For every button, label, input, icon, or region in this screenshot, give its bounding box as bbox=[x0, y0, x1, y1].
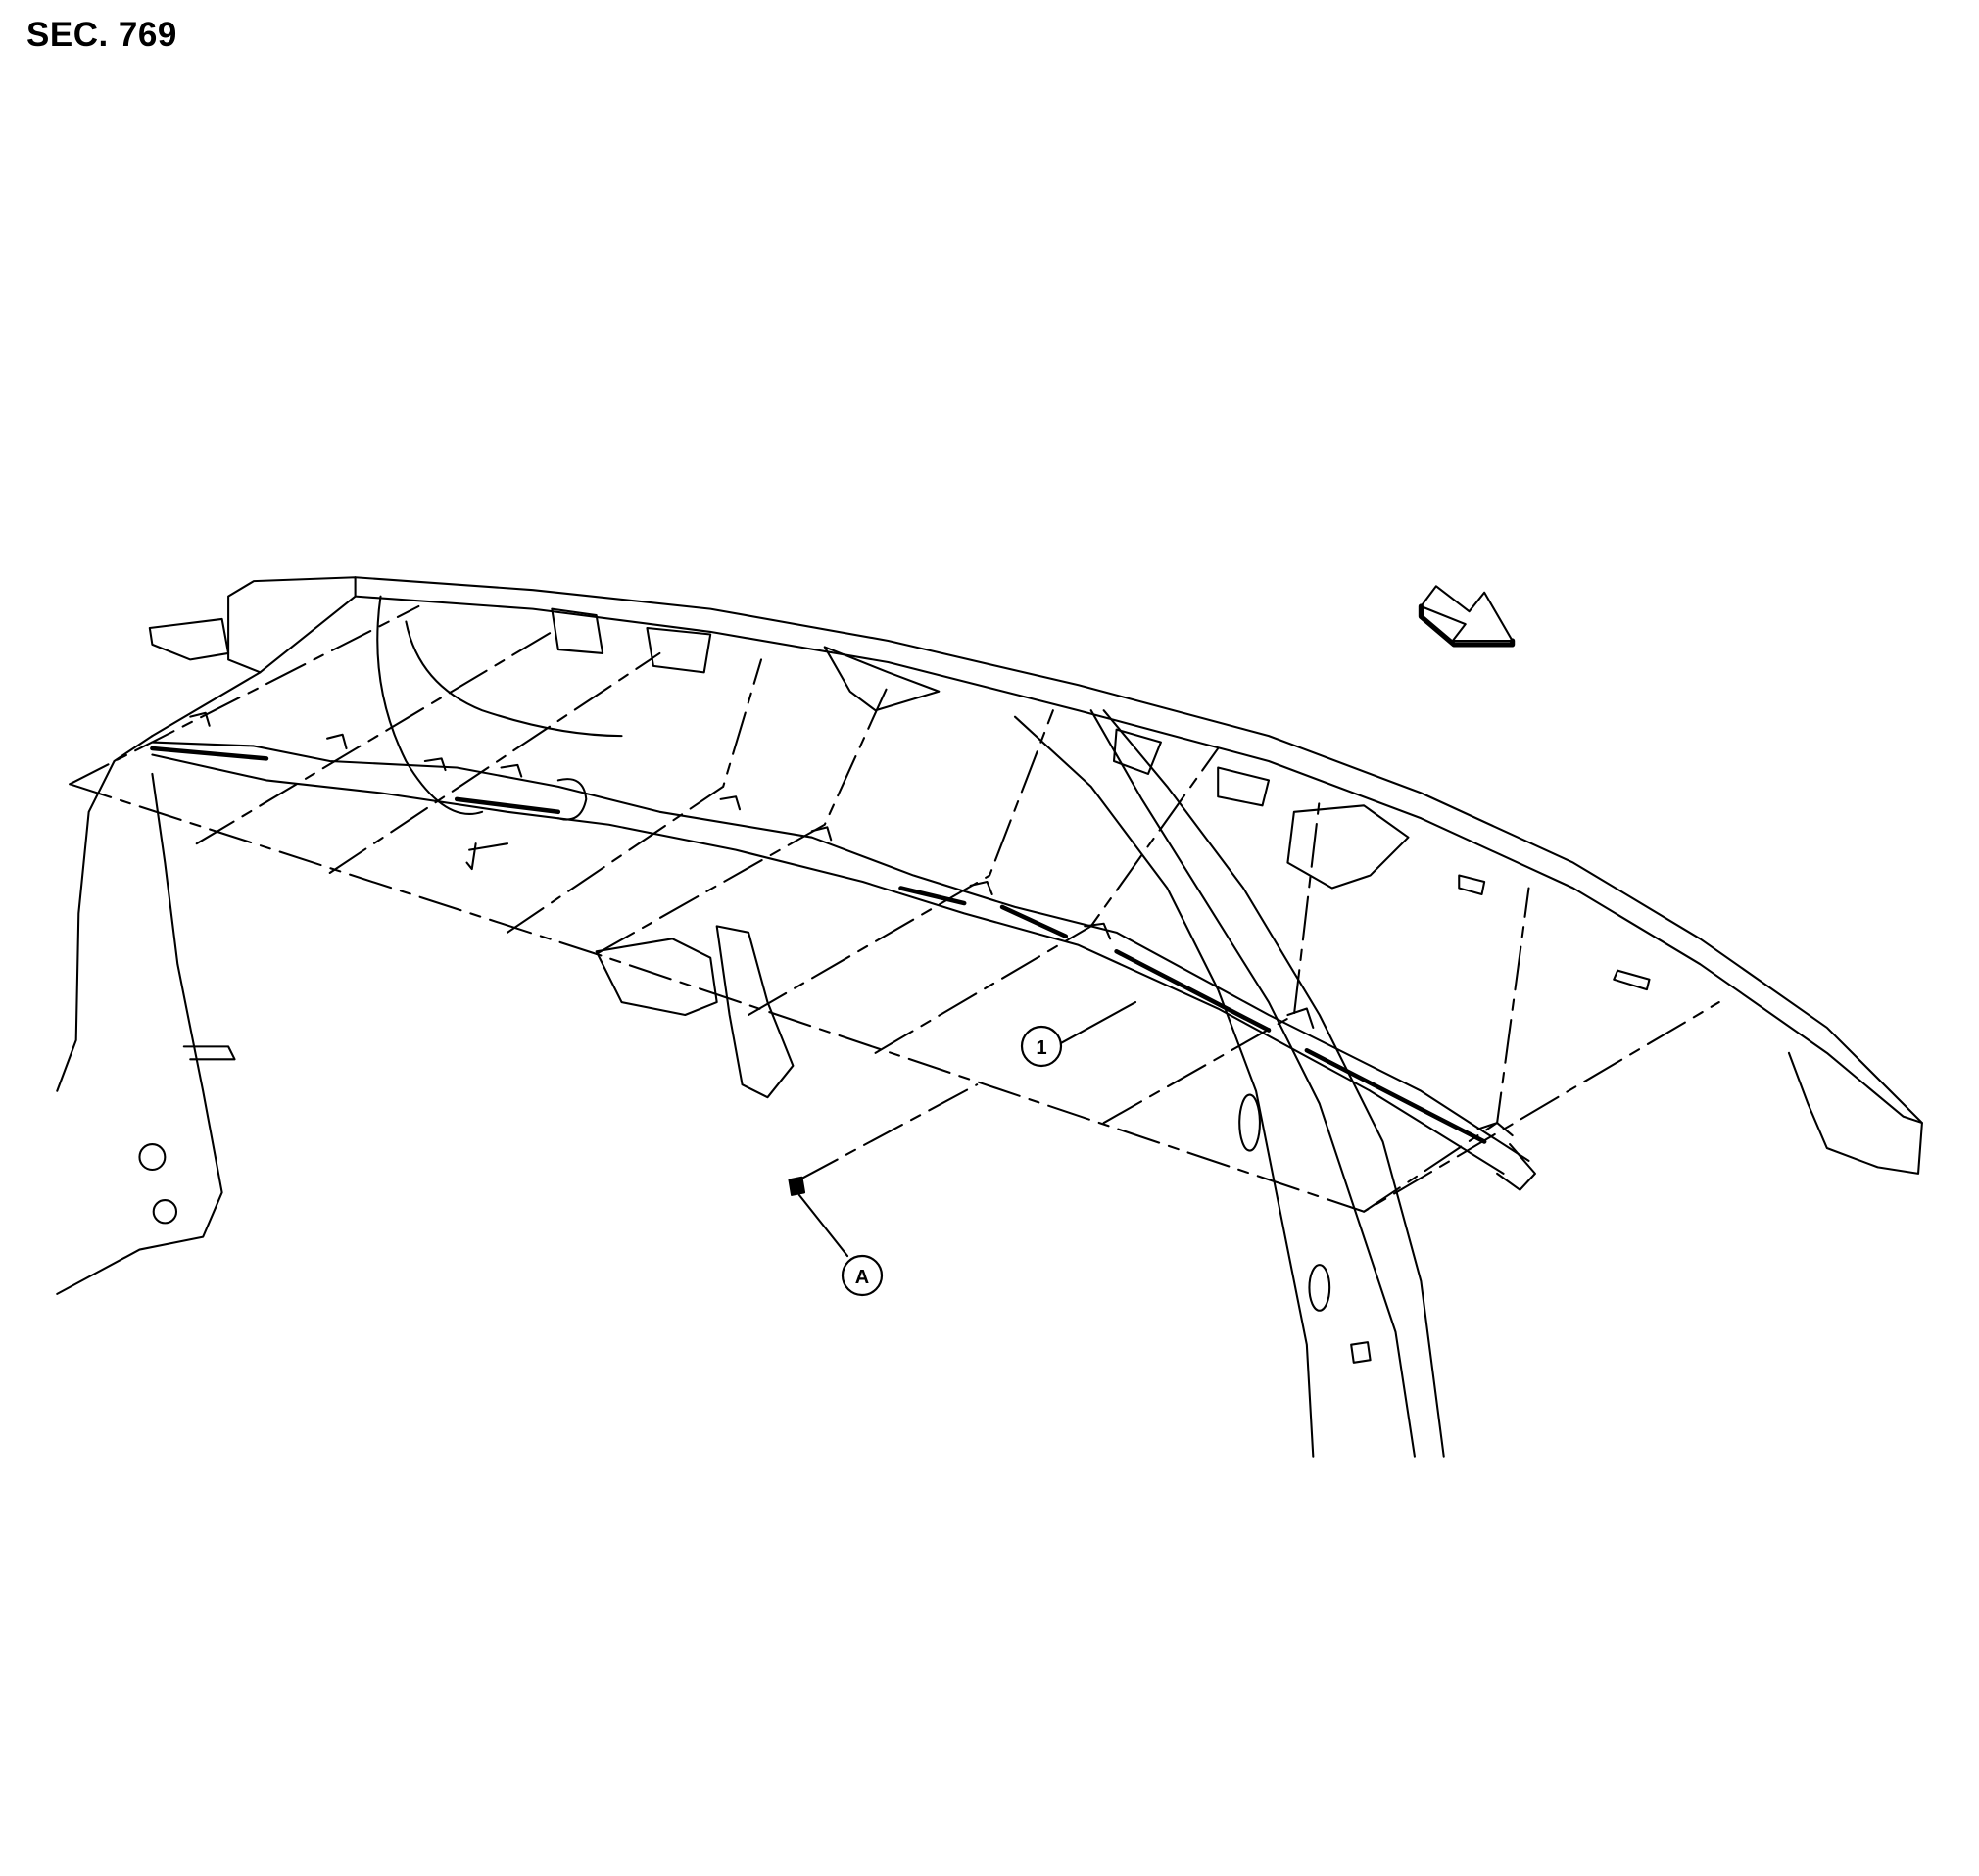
center-pillar-bracket bbox=[376, 595, 795, 1099]
callout-a: A bbox=[841, 1254, 884, 1297]
front-direction-arrow-icon bbox=[1418, 585, 1516, 648]
installation-guide-lines bbox=[69, 604, 1720, 1213]
callout-1-label: 1 bbox=[1036, 1037, 1046, 1059]
a-pillar bbox=[56, 671, 262, 1295]
section-label: SEC. 769 bbox=[26, 16, 177, 54]
callout-a-label: A bbox=[855, 1267, 869, 1288]
b-pillar bbox=[1013, 709, 1445, 1458]
bolt-a-icon bbox=[788, 1176, 849, 1258]
callout-1: 1 bbox=[1020, 1025, 1063, 1068]
callout-1-leader bbox=[1058, 1001, 1137, 1045]
roof-side-rail bbox=[148, 576, 1923, 1175]
